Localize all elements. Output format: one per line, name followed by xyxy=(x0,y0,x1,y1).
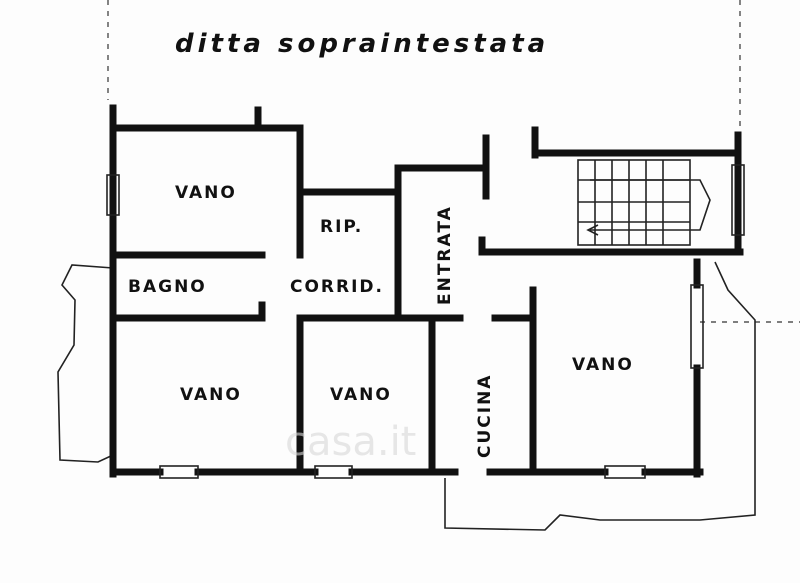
room-label-vano-bottom-left: VANO xyxy=(180,385,242,405)
room-label-vano-top-left: VANO xyxy=(175,183,237,203)
room-label-corridoio: CORRID. xyxy=(290,277,384,297)
room-label-cucina: CUCINA xyxy=(475,374,495,458)
room-label-bagno: BAGNO xyxy=(128,277,207,297)
windows xyxy=(106,164,745,479)
room-label-rip: RIP. xyxy=(320,217,363,237)
staircase xyxy=(577,159,711,246)
room-label-entrata: ENTRATA xyxy=(435,205,455,305)
room-label-vano-right: VANO xyxy=(572,355,634,375)
plan-title: ditta sopraintestata xyxy=(175,29,549,59)
room-label-vano-bottom-mid: VANO xyxy=(330,385,392,405)
walls xyxy=(109,104,744,478)
balcony-left xyxy=(57,264,114,463)
watermark: casa.it xyxy=(285,419,416,465)
balcony-right xyxy=(444,261,756,531)
